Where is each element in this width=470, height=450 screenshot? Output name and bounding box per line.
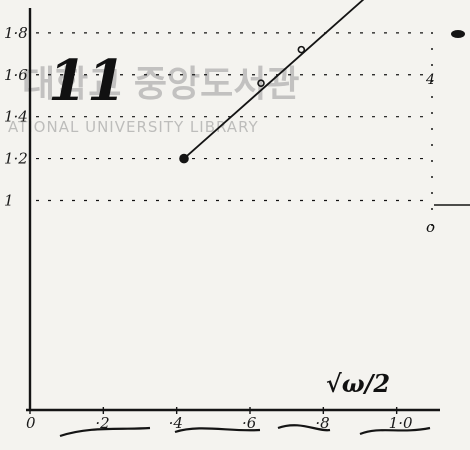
fit-line: [183, 0, 365, 160]
data-point-2: [297, 45, 306, 54]
library-watermark-english: ATIONAL UNIVERSITY LIBRARY: [8, 118, 259, 136]
x-tick-label-3: ·6: [242, 414, 257, 432]
y-tick-labels: 11·21·41·61·82: [4, 24, 28, 210]
figure-number: 11: [48, 48, 126, 114]
svg-text:o: o: [426, 218, 435, 236]
x-tick-label-0: 0: [26, 414, 36, 432]
y-tick-label-2: 1·4: [4, 108, 28, 126]
x-tick-labels: 0 ·2 ·4 ·6 ·8 1·0: [26, 407, 413, 432]
y-tick-label-4: 1·8: [4, 24, 28, 42]
x-tick-label-4: ·8: [315, 414, 329, 432]
svg-text:4: 4: [425, 72, 435, 88]
y-tick-label-3: 1·6: [4, 66, 28, 84]
x-tick-label-2: ·4: [169, 414, 183, 432]
x-tick-label-1: ·2: [95, 414, 109, 432]
y-tick-label-1: 1·2: [4, 150, 28, 168]
data-point-0: [179, 153, 189, 164]
data-point-1: [257, 79, 265, 87]
y-tick-label-0: 1: [4, 191, 14, 209]
x-tick-label-5: 1·0: [389, 414, 413, 432]
x-axis-symbol-label: √ω/2: [326, 369, 390, 398]
scan-edge-artifacts: o 4: [59, 30, 470, 438]
axes: [26, 8, 440, 412]
data-series: [179, 0, 365, 164]
